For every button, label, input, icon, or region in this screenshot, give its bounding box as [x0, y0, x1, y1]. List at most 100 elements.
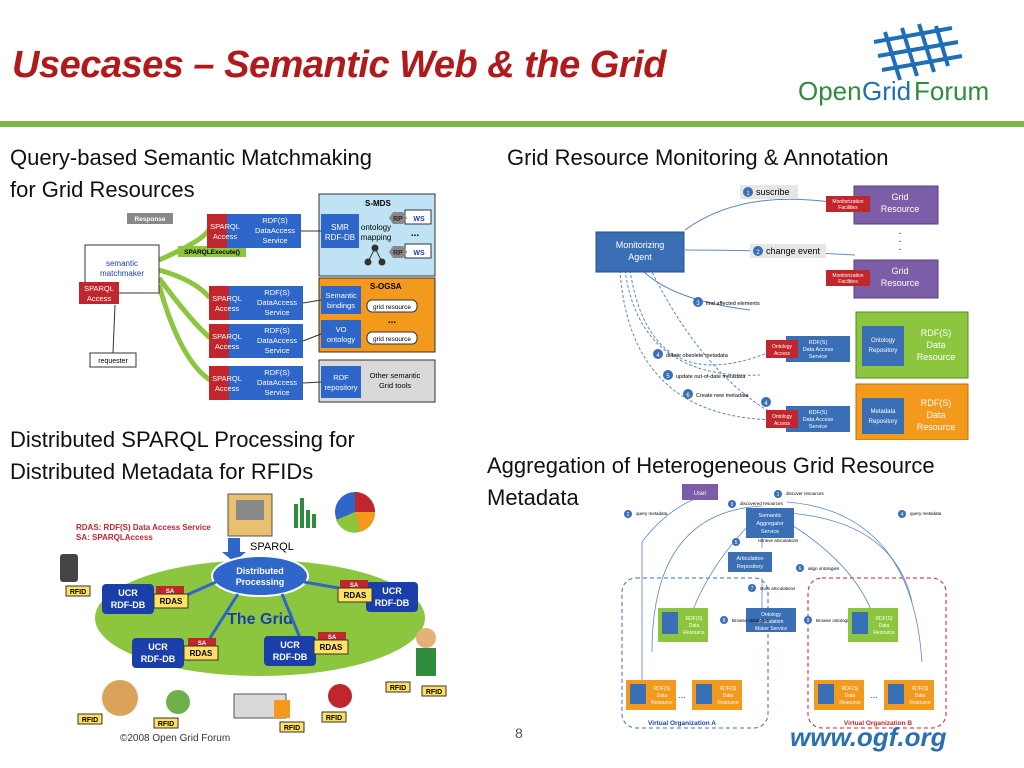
svg-text:RDF: RDF: [333, 373, 349, 382]
svg-text:RFID: RFID: [70, 589, 86, 596]
svg-text:Response: Response: [134, 216, 165, 223]
svg-text:RFID: RFID: [390, 685, 406, 692]
vo-ontology-box: [321, 320, 361, 348]
user-box: [682, 484, 718, 500]
svg-text:Resource: Resource: [873, 630, 895, 636]
svg-text:Access: Access: [215, 304, 239, 313]
rfid-tag-7: RFID: [421, 685, 447, 697]
svg-text:RP: RP: [393, 250, 403, 257]
slide-title: Usecases – Semantic Web & the Grid: [12, 44, 666, 86]
svg-text:Resource: Resource: [881, 204, 920, 214]
svg-text:Create new metadata: Create new metadata: [696, 393, 750, 399]
svg-text:Service: Service: [264, 346, 289, 355]
svg-text:Resource: Resource: [909, 700, 931, 706]
svg-text:Maker Service: Maker Service: [755, 626, 787, 632]
svg-text:Facilities: Facilities: [838, 279, 858, 285]
svg-text:2: 2: [756, 250, 760, 256]
svg-text:Data: Data: [879, 623, 890, 629]
svg-text:9: 9: [807, 618, 810, 624]
svg-text:The Grid: The Grid: [227, 611, 293, 628]
svg-text:SPARQL: SPARQL: [212, 294, 242, 303]
svg-text:Data: Data: [926, 340, 945, 350]
svg-text:4: 4: [764, 401, 768, 407]
svg-text:Data: Data: [689, 623, 700, 629]
rfid-device-icon: [60, 554, 78, 582]
svg-text:Ontology: Ontology: [772, 344, 793, 350]
svg-text:RDF(S): RDF(S): [921, 328, 952, 338]
svg-text:discovered resources: discovered resources: [740, 501, 784, 506]
svg-text:align ontologies: align ontologies: [808, 566, 840, 571]
svg-text:Browse ontologies: Browse ontologies: [816, 618, 854, 623]
svg-text:SPARQL: SPARQL: [212, 374, 242, 383]
svg-text:SPARQLExecute(): SPARQLExecute(): [184, 249, 240, 256]
svg-text:Aggregator: Aggregator: [756, 521, 783, 527]
footer-copyright: ©2008 Open Grid Forum: [120, 733, 231, 744]
svg-text:store articulations: store articulations: [760, 586, 796, 591]
rfid-diagram: RDAS: RDF(S) Data Access Service SA: SPA…: [60, 492, 447, 733]
step-2: 2 change event: [750, 244, 826, 258]
footer-url[interactable]: www.ogf.org: [790, 722, 947, 752]
svg-text:RDF(S): RDF(S): [809, 410, 828, 416]
svg-text:1: 1: [777, 492, 780, 498]
logo-forum: Forum: [914, 76, 989, 106]
step-1: 1 suscribe: [740, 185, 798, 199]
logo-open: Open: [798, 76, 862, 106]
svg-text:UCR: UCR: [148, 642, 168, 652]
svg-text:Processing: Processing: [236, 577, 285, 587]
svg-text:User: User: [694, 491, 707, 497]
svg-text:Articulation: Articulation: [759, 619, 784, 625]
svg-text:RDF(S): RDF(S): [264, 326, 290, 335]
svg-text:RDF(S): RDF(S): [809, 340, 828, 346]
svg-text:DataAccess: DataAccess: [257, 298, 297, 307]
vo-a-frame: [621, 577, 769, 729]
svg-text:Browse ontologies: Browse ontologies: [732, 618, 770, 623]
svg-text:RDF(S): RDF(S): [654, 686, 671, 692]
svg-text:Agent: Agent: [628, 252, 652, 262]
svg-text:Virtual Organization A: Virtual Organization A: [648, 720, 716, 727]
svg-text:Ontology: Ontology: [761, 612, 782, 618]
svg-text:·: ·: [898, 244, 901, 255]
sparql-arrow: [228, 538, 240, 552]
svg-text:RDF(S): RDF(S): [720, 686, 737, 692]
svg-text:SA: SPARQLAccess: SA: SPARQLAccess: [76, 533, 153, 542]
svg-text:Facilities: Facilities: [838, 205, 858, 211]
svg-text:Service: Service: [809, 354, 827, 360]
svg-text:Other semantic: Other semantic: [370, 371, 421, 380]
monitoring-diagram: Monitorizing Agent Grid Resource Monitor…: [595, 185, 969, 440]
matchmaker-sparql-access: [79, 282, 119, 304]
ogf-logo: Open Grid Forum: [798, 23, 989, 106]
svg-text:DataAccess: DataAccess: [257, 336, 297, 345]
svg-text:repository: repository: [325, 383, 358, 392]
rfid-tag-2: RFID: [77, 713, 103, 725]
page-number: 8: [515, 725, 523, 741]
step-5: 5 update out-of-date metadata: [663, 370, 746, 380]
svg-text:2: 2: [627, 512, 630, 518]
svg-text:RDF(S): RDF(S): [686, 616, 703, 622]
bar-chart-icon: [294, 498, 316, 528]
ontology-articulation-maker: [746, 608, 796, 632]
br-step-9: 9 Browse ontologies: [804, 616, 854, 624]
svg-text:...: ...: [411, 228, 420, 239]
svg-text:UCR: UCR: [118, 588, 138, 598]
svg-text:Data: Data: [657, 693, 668, 699]
svg-text:RP: RP: [393, 216, 403, 223]
svg-text:4: 4: [901, 512, 904, 518]
svg-text:DataAccess: DataAccess: [257, 378, 297, 387]
svg-text:Repository: Repository: [869, 348, 898, 354]
svg-text:Service: Service: [264, 388, 289, 397]
svg-text:RDF(S): RDF(S): [262, 216, 288, 225]
ontology-mapping-tree-icon: [364, 244, 386, 266]
svg-text:bindings: bindings: [327, 301, 355, 310]
svg-text:UCR: UCR: [280, 640, 300, 650]
svg-text:8: 8: [723, 618, 726, 624]
svg-text:SPARQL: SPARQL: [84, 284, 114, 293]
rfid-tag-4: RFID: [279, 721, 305, 733]
svg-text:RDAS: RDAS: [320, 643, 343, 652]
svg-text:RFID: RFID: [158, 721, 174, 728]
caption-monitoring: Grid Resource Monitoring & Annotation: [507, 145, 889, 170]
svg-text:5: 5: [735, 540, 738, 546]
svg-text:Service: Service: [264, 308, 289, 317]
cabbage-icon: [166, 690, 190, 714]
